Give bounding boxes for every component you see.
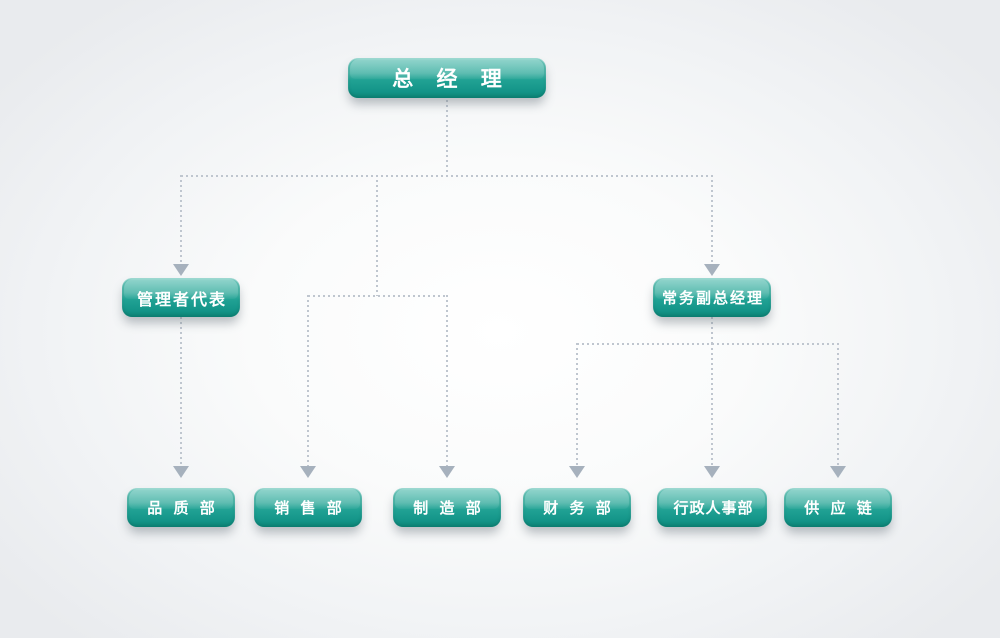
connector-line xyxy=(837,343,839,466)
org-node-management-representative: 管理者代表 xyxy=(122,278,240,317)
arrow-down-icon xyxy=(569,466,585,478)
org-node-sales-dept: 销 售 部 xyxy=(254,488,362,527)
org-node-label: 总 经 理 xyxy=(392,67,510,91)
connector-line xyxy=(577,343,839,345)
org-node-label: 品 质 部 xyxy=(147,499,218,517)
org-node-label: 供 应 链 xyxy=(804,499,875,517)
org-node-label: 制 造 部 xyxy=(413,499,484,517)
org-node-label: 管理者代表 xyxy=(136,289,227,309)
org-node-admin-hr-dept: 行政人事部 xyxy=(657,488,767,527)
arrow-down-icon xyxy=(830,466,846,478)
org-node-general-manager: 总 经 理 xyxy=(348,58,546,98)
org-node-label: 行政人事部 xyxy=(673,499,754,517)
arrow-down-icon xyxy=(439,466,455,478)
connector-line xyxy=(711,317,713,344)
org-node-supply-chain: 供 应 链 xyxy=(784,488,892,527)
org-node-label: 销 售 部 xyxy=(274,499,345,517)
connector-line xyxy=(307,295,309,466)
org-node-label: 常务副总经理 xyxy=(661,289,764,307)
connector-line xyxy=(711,343,713,466)
connector-line xyxy=(308,295,448,297)
connector-line xyxy=(576,343,578,466)
connector-line xyxy=(446,295,448,466)
connector-line xyxy=(180,317,182,466)
org-node-quality-dept: 品 质 部 xyxy=(127,488,235,527)
org-node-finance-dept: 财 务 部 xyxy=(523,488,631,527)
org-node-label: 财 务 部 xyxy=(543,499,614,517)
arrow-down-icon xyxy=(704,466,720,478)
connector-line xyxy=(711,175,713,263)
connector-line xyxy=(376,175,378,296)
org-node-deputy-general-manager: 常务副总经理 xyxy=(653,278,771,317)
connector-line xyxy=(180,175,182,263)
arrow-down-icon xyxy=(173,264,189,276)
connector-line xyxy=(446,100,448,176)
connector-line xyxy=(181,175,713,177)
arrow-down-icon xyxy=(300,466,316,478)
arrow-down-icon xyxy=(173,466,189,478)
arrow-down-icon xyxy=(704,264,720,276)
org-node-manufacturing-dept: 制 造 部 xyxy=(393,488,501,527)
